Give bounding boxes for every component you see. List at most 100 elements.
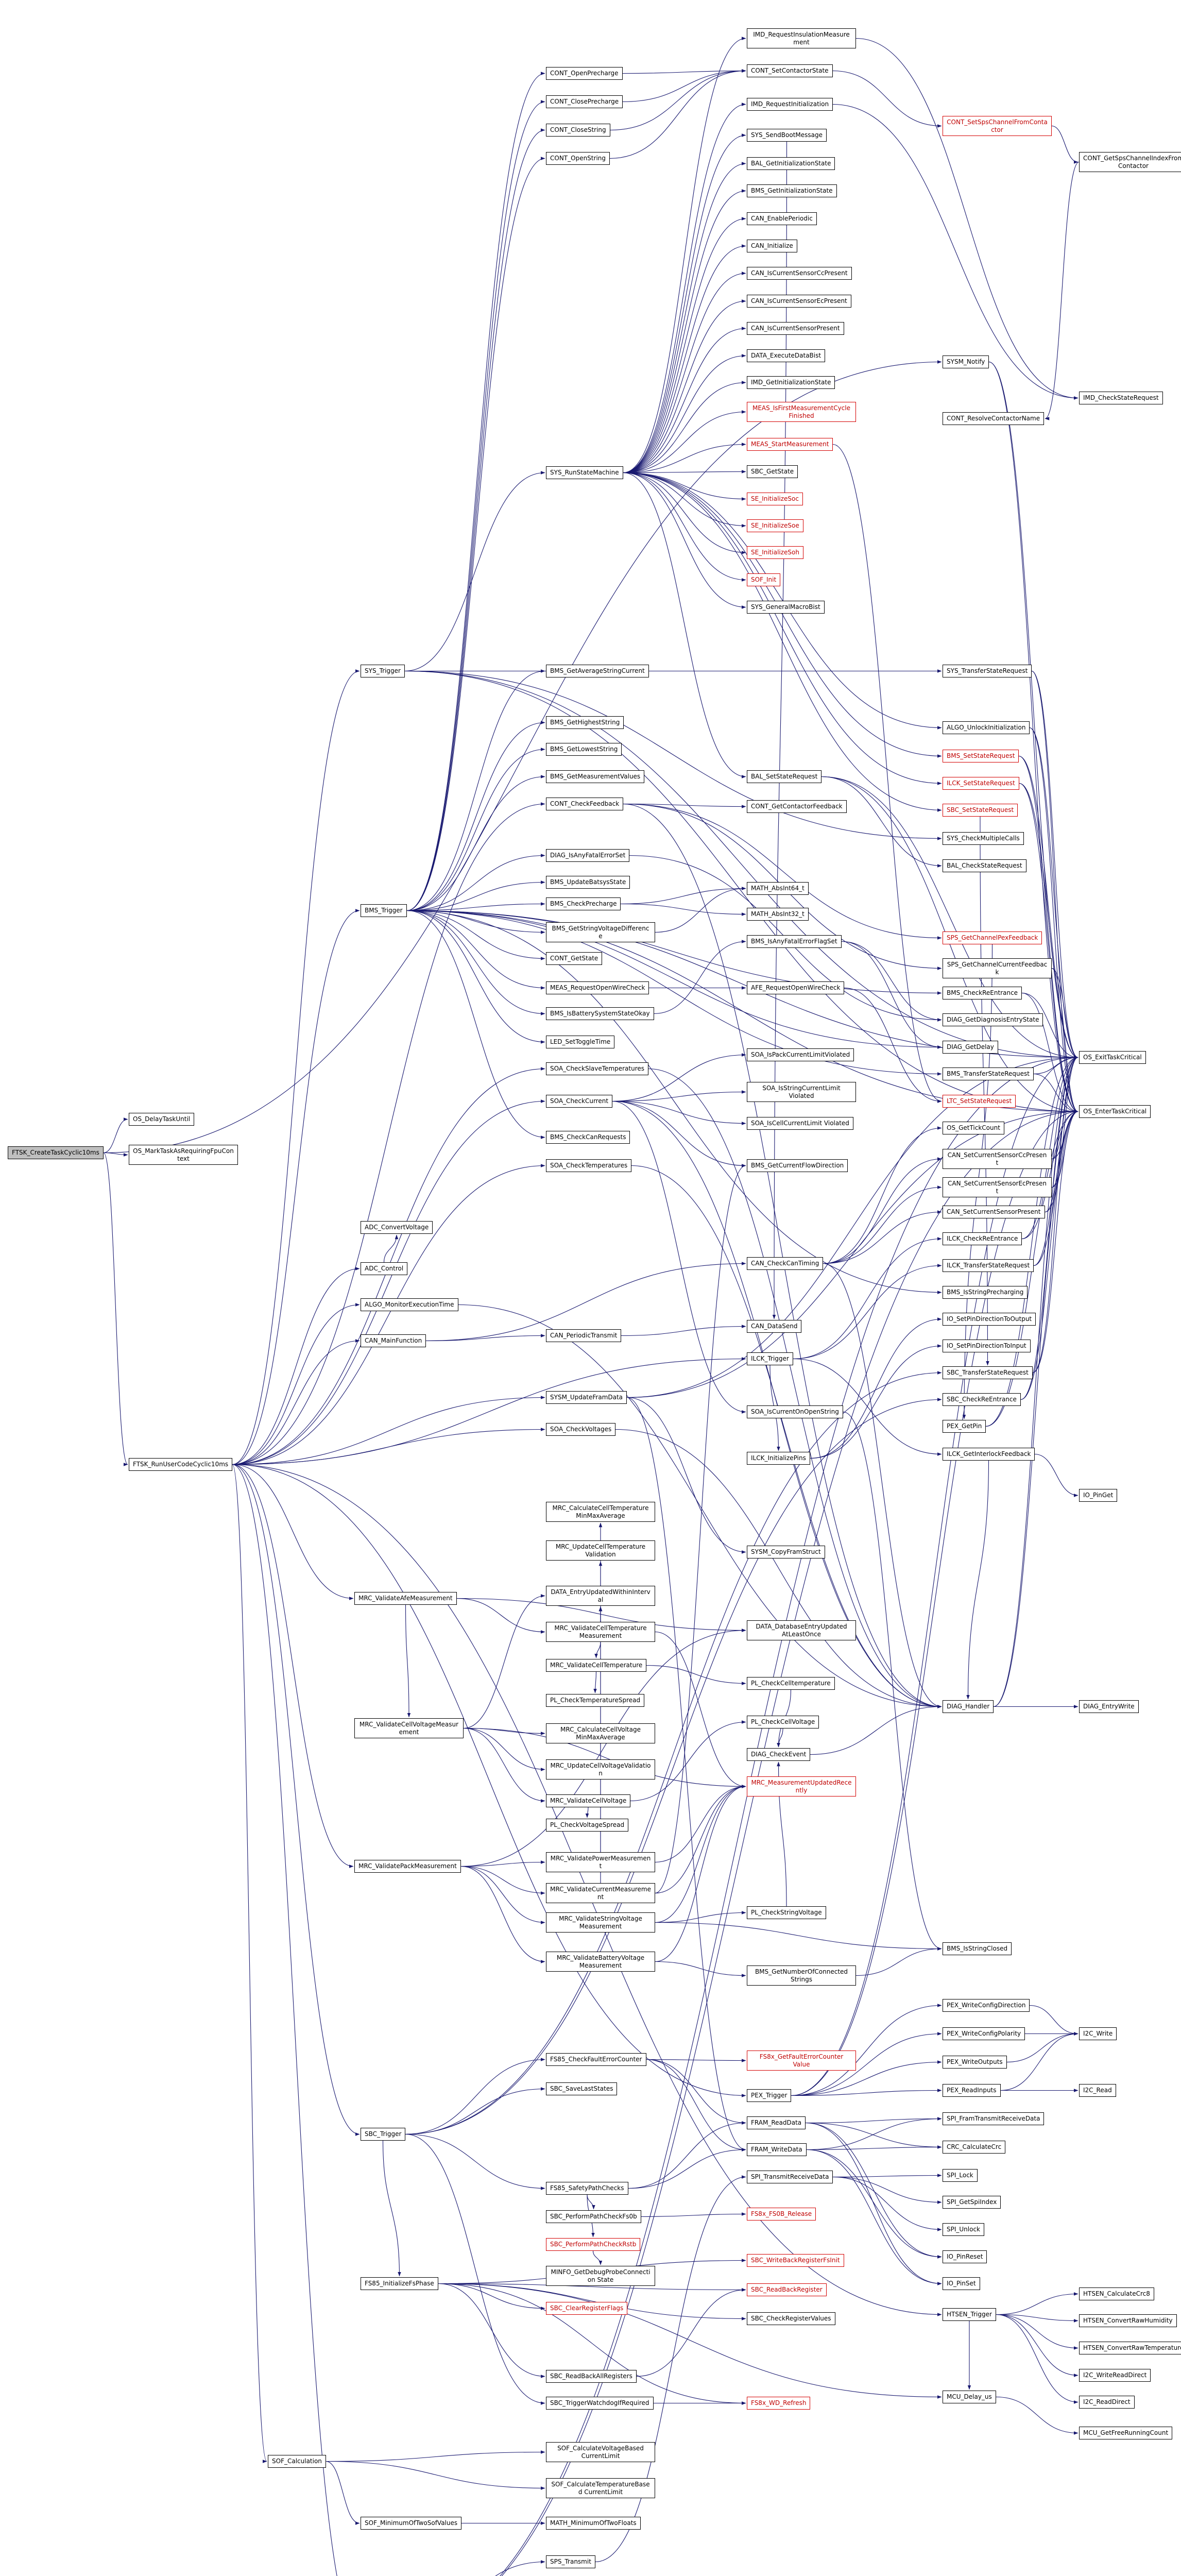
graph-node-sps_pexfb[interactable]: SPS_GetChannelPexFeedback bbox=[943, 931, 1042, 944]
graph-node-bms_canreq[interactable]: BMS_CheckCanRequests bbox=[546, 1131, 630, 1144]
graph-node-can_setcc[interactable]: CAN_SetCurrentSensorCcPresent bbox=[943, 1149, 1052, 1170]
graph-node-cont_setsps[interactable]: CONT_SetSpsChannelFromContactor bbox=[943, 116, 1052, 137]
graph-node-mrc_pack[interactable]: MRC_ValidatePackMeasurement bbox=[354, 1860, 461, 1873]
graph-node-mrc_ct[interactable]: MRC_ValidateCellTemperature bbox=[546, 1659, 647, 1672]
graph-node-sbc_checkregs[interactable]: SBC_CheckRegisterValues bbox=[747, 2312, 835, 2325]
graph-node-pl_cellvolt[interactable]: PL_CheckCellVoltage bbox=[747, 1716, 819, 1728]
graph-node-pex_wo[interactable]: PEX_WriteOutputs bbox=[943, 2056, 1007, 2069]
graph-node-sbc_reent[interactable]: SBC_CheckReEntrance bbox=[943, 1393, 1021, 1406]
graph-node-sbc_rstb[interactable]: SBC_PerformPathCheckRstb bbox=[546, 2238, 641, 2251]
graph-node-mcu_frc[interactable]: MCU_GetFreeRunningCount bbox=[1079, 2427, 1173, 2439]
graph-node-os_delay[interactable]: OS_DelayTaskUntil bbox=[129, 1113, 195, 1126]
graph-node-diag_handler[interactable]: DIAG_Handler bbox=[943, 1700, 994, 1713]
graph-node-meas_start[interactable]: MEAS_StartMeasurement bbox=[747, 438, 833, 451]
graph-node-math_abs32[interactable]: MATH_AbsInt32_t bbox=[747, 908, 809, 921]
graph-node-bms_numconn[interactable]: BMS_GetNumberOfConnected Strings bbox=[747, 1965, 856, 1986]
graph-node-fram_write[interactable]: FRAM_WriteData bbox=[747, 2143, 807, 2156]
graph-node-ilck_initpins[interactable]: ILCK_InitializePins bbox=[747, 1452, 810, 1465]
graph-node-data_updonce[interactable]: DATA_DatabaseEntryUpdated AtLeastOnce bbox=[747, 1620, 856, 1641]
graph-node-minfo_probe[interactable]: MINFO_GetDebugProbeConnection State bbox=[546, 2266, 655, 2286]
graph-node-spi_txrx[interactable]: SPI_TransmitReceiveData bbox=[747, 2171, 833, 2183]
graph-node-os_fpu[interactable]: OS_MarkTaskAsRequiringFpuContext bbox=[129, 1145, 238, 1165]
graph-node-mcu_delay[interactable]: MCU_Delay_us bbox=[943, 2391, 996, 2403]
graph-node-imd_getinit[interactable]: IMD_GetInitializationState bbox=[747, 376, 835, 389]
graph-node-sysm_updfram[interactable]: SYSM_UpdateFramData bbox=[546, 1391, 627, 1404]
graph-node-data_bist[interactable]: DATA_ExecuteDataBist bbox=[747, 349, 826, 362]
graph-node-bms_highstr[interactable]: BMS_GetHighestString bbox=[546, 716, 624, 729]
graph-node-mrc_power[interactable]: MRC_ValidatePowerMeasurement bbox=[546, 1852, 655, 1873]
graph-node-bms_okay[interactable]: BMS_IsBatterySystemStateOkay bbox=[546, 1007, 654, 1020]
graph-node-diag_fatal[interactable]: DIAG_IsAnyFatalErrorSet bbox=[546, 849, 630, 862]
graph-node-can_init[interactable]: CAN_Initialize bbox=[747, 240, 797, 252]
graph-node-can_datasend[interactable]: CAN_DataSend bbox=[747, 1320, 802, 1333]
graph-node-os_enter[interactable]: OS_EnterTaskCritical bbox=[1079, 1105, 1151, 1118]
graph-node-mrc_cvm[interactable]: MRC_ValidateCellVoltageMeasurement bbox=[354, 1718, 464, 1739]
graph-node-can_ispres[interactable]: CAN_IsCurrentSensorPresent bbox=[747, 322, 844, 335]
graph-node-sps_transmit[interactable]: SPS_Transmit bbox=[546, 2555, 595, 2568]
graph-node-i2c_read[interactable]: I2C_Read bbox=[1079, 2084, 1116, 2097]
graph-node-bms_getmeas[interactable]: BMS_GetMeasurementValues bbox=[546, 770, 645, 783]
graph-node-imd_reqins[interactable]: IMD_RequestInsulationMeasurement bbox=[747, 28, 856, 49]
graph-node-pex_getpin[interactable]: PEX_GetPin bbox=[943, 1420, 986, 1433]
graph-node-cont_setcs[interactable]: CONT_SetContactorState bbox=[747, 64, 833, 77]
graph-node-htsen_crc[interactable]: HTSEN_CalculateCrc8 bbox=[1079, 2287, 1154, 2300]
graph-node-sys_boot[interactable]: SYS_SendBootMessage bbox=[747, 129, 827, 142]
graph-node-os_exit[interactable]: OS_ExitTaskCritical bbox=[1079, 1051, 1146, 1064]
graph-node-diag_entrystate[interactable]: DIAG_GetDiagnosisEntryState bbox=[943, 1013, 1043, 1026]
graph-node-io_pinreset[interactable]: IO_PinReset bbox=[943, 2250, 987, 2263]
graph-node-sbc_clearreg[interactable]: SBC_ClearRegisterFlags bbox=[546, 2302, 628, 2315]
graph-node-fs85_spc[interactable]: FS85_SafetyPathChecks bbox=[546, 2182, 628, 2195]
graph-node-pl_celltemp[interactable]: PL_CheckCelltemperature bbox=[747, 1677, 835, 1690]
graph-node-sbc_setreq[interactable]: SBC_SetStateRequest bbox=[943, 804, 1018, 817]
graph-node-bms_updstate[interactable]: BMS_UpdateBatsysState bbox=[546, 876, 630, 889]
graph-node-sys_multi[interactable]: SYS_CheckMultipleCalls bbox=[943, 832, 1024, 845]
graph-node-cont_openstr[interactable]: CONT_OpenString bbox=[546, 152, 610, 165]
graph-node-afe_reqow[interactable]: AFE_RequestOpenWireCheck bbox=[747, 981, 845, 994]
graph-node-bms_reent[interactable]: BMS_CheckReEntrance bbox=[943, 987, 1022, 999]
graph-node-pex_ri[interactable]: PEX_ReadInputs bbox=[943, 2084, 1001, 2097]
graph-node-sysm_notify[interactable]: SYSM_Notify bbox=[943, 355, 989, 368]
graph-node-soa_strcur[interactable]: SOA_IsStringCurrentLimit Violated bbox=[747, 1082, 856, 1103]
graph-node-can_timing[interactable]: CAN_CheckCanTiming bbox=[747, 1257, 824, 1270]
graph-node-sof_min2[interactable]: SOF_MinimumOfTwoSofValues bbox=[361, 2517, 462, 2530]
graph-node-math_min2f[interactable]: MATH_MinimumOfTwoFloats bbox=[546, 2517, 641, 2530]
graph-node-soa_temp[interactable]: SOA_CheckTemperatures bbox=[546, 1159, 632, 1172]
graph-node-fs8x_fs0b[interactable]: FS8x_FS0B_Release bbox=[747, 2208, 816, 2221]
graph-node-os_tick[interactable]: OS_GetTickCount bbox=[943, 1122, 1004, 1134]
graph-node-cont_openpre[interactable]: CONT_OpenPrecharge bbox=[546, 67, 623, 80]
graph-node-bms_flowdir[interactable]: BMS_GetCurrentFlowDirection bbox=[747, 1159, 848, 1172]
graph-node-mrc_ctm[interactable]: MRC_ValidateCellTemperature Measurement bbox=[546, 1622, 655, 1642]
graph-node-pl_strvolt[interactable]: PL_CheckStringVoltage bbox=[747, 1906, 826, 1919]
graph-node-bms_strdiff[interactable]: BMS_GetStringVoltageDifference bbox=[546, 922, 655, 943]
graph-node-sbc_readall[interactable]: SBC_ReadBackAllRegisters bbox=[546, 2370, 637, 2383]
graph-node-sps_curfb[interactable]: SPS_GetChannelCurrentFeedback bbox=[943, 958, 1052, 979]
graph-node-bms_setreq[interactable]: BMS_SetStateRequest bbox=[943, 750, 1019, 762]
graph-node-io_dirin[interactable]: IO_SetPinDirectionToInput bbox=[943, 1340, 1031, 1352]
graph-node-sbc_readback[interactable]: SBC_ReadBackRegister bbox=[747, 2283, 827, 2296]
graph-node-cont_checkfb[interactable]: CONT_CheckFeedback bbox=[546, 798, 624, 810]
graph-node-spi_fram[interactable]: SPI_FramTransmitReceiveData bbox=[943, 2112, 1045, 2125]
graph-node-cont_closestr[interactable]: CONT_CloseString bbox=[546, 124, 610, 137]
graph-node-pex_wcp[interactable]: PEX_WriteConfigPolarity bbox=[943, 2027, 1025, 2040]
graph-node-sbc_trigger[interactable]: SBC_Trigger bbox=[361, 2128, 406, 2141]
graph-node-sys_trigger[interactable]: SYS_Trigger bbox=[361, 665, 405, 677]
graph-node-bal_getinit[interactable]: BAL_GetInitializationState bbox=[747, 157, 835, 170]
graph-node-bms_fatalflag[interactable]: BMS_IsAnyFatalErrorFlagSet bbox=[747, 935, 842, 948]
graph-node-sys_run[interactable]: SYS_RunStateMachine bbox=[546, 466, 623, 479]
graph-node-mrc_afe[interactable]: MRC_ValidateAfeMeasurement bbox=[354, 1592, 457, 1605]
graph-node-io_dirout[interactable]: IO_SetPinDirectionToOutput bbox=[943, 1313, 1036, 1326]
graph-node-soa_packcur[interactable]: SOA_IsPackCurrentLimitViolated bbox=[747, 1048, 854, 1061]
graph-node-sys_transfer[interactable]: SYS_TransferStateRequest bbox=[943, 665, 1032, 677]
graph-node-ilck_getfb[interactable]: ILCK_GetInterlockFeedback bbox=[943, 1448, 1035, 1461]
graph-node-i2c_write[interactable]: I2C_Write bbox=[1079, 2027, 1117, 2040]
graph-node-i2c_wrd[interactable]: I2C_WriteReadDirect bbox=[1079, 2369, 1151, 2382]
graph-node-imd_checkreq[interactable]: IMD_CheckStateRequest bbox=[1079, 392, 1163, 404]
graph-node-fs85_initfs[interactable]: FS85_InitializeFsPhase bbox=[361, 2277, 438, 2290]
graph-node-bms_isclosed[interactable]: BMS_IsStringClosed bbox=[943, 1942, 1012, 1955]
graph-node-algo_unlock[interactable]: ALGO_UnlockInitialization bbox=[943, 721, 1030, 734]
graph-node-can_isec[interactable]: CAN_IsCurrentSensorEcPresent bbox=[747, 295, 851, 308]
graph-node-cont_closepre[interactable]: CONT_ClosePrecharge bbox=[546, 95, 623, 108]
graph-node-soa_cellcur[interactable]: SOA_IsCellCurrentLimit Violated bbox=[747, 1117, 853, 1130]
graph-node-ilck_setreq[interactable]: ILCK_SetStateRequest bbox=[943, 777, 1019, 790]
graph-node-bms_lowstr[interactable]: BMS_GetLowestString bbox=[546, 743, 622, 756]
